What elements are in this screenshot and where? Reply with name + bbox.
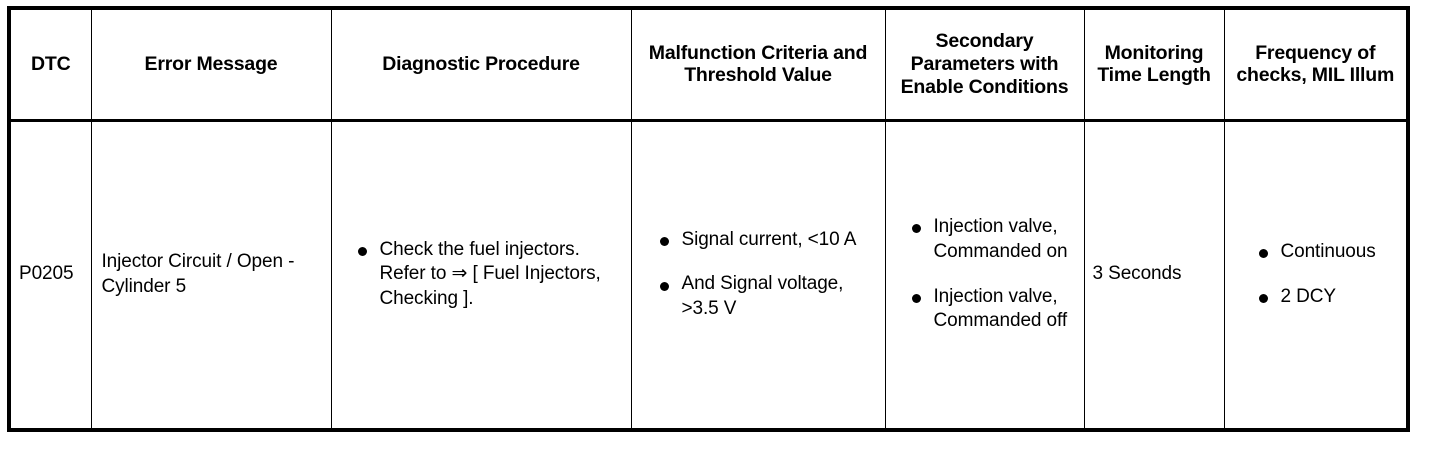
column-header-malfunction: Malfunction Criteria and Threshold Value [630, 7, 886, 122]
column-header-frequency: Frequency of checks, MIL Illum [1223, 7, 1409, 122]
table-body: P0205 Injector Circuit / Open - Cylinder… [8, 119, 1409, 431]
frequency-bullet-list: Continuous 2 DCY [1255, 240, 1399, 309]
malfunction-bullet-list: Signal current, <10 A And Signal voltage… [656, 228, 877, 322]
list-item: Signal current, <10 A [656, 228, 877, 253]
dtc-diagnostic-table: DTC Error Message Diagnostic Procedure M… [7, 6, 1410, 432]
table-header: DTC Error Message Diagnostic Procedure M… [8, 7, 1409, 122]
table-row: P0205 Injector Circuit / Open - Cylinder… [8, 119, 1409, 431]
secondary-bullet-list: Injection valve, Commanded on Injection … [908, 215, 1076, 334]
list-item: Continuous [1255, 240, 1399, 265]
list-item: Check the fuel injectors. Refer to ⇒ [ F… [354, 238, 623, 312]
cell-frequency-mil: Continuous 2 DCY [1223, 119, 1409, 431]
header-row: DTC Error Message Diagnostic Procedure M… [8, 7, 1409, 122]
cell-monitoring-time: 3 Seconds [1083, 119, 1225, 431]
cell-secondary-parameters: Injection valve, Commanded on Injection … [884, 119, 1085, 431]
column-header-error: Error Message [90, 7, 332, 122]
list-item: Injection valve, Commanded on [908, 215, 1076, 264]
list-item: And Signal voltage, >3.5 V [656, 272, 877, 321]
column-header-secondary: Secondary Parameters with Enable Conditi… [884, 7, 1085, 122]
cell-dtc-code: P0205 [8, 119, 92, 431]
list-item: 2 DCY [1255, 285, 1399, 310]
list-item: Injection valve, Commanded off [908, 285, 1076, 334]
column-header-monitoring-time: Monitoring Time Length [1083, 7, 1225, 122]
cell-diagnostic-procedure: Check the fuel injectors. Refer to ⇒ [ F… [330, 119, 632, 431]
cell-error-message: Injector Circuit / Open - Cylinder 5 [90, 119, 332, 431]
column-header-procedure: Diagnostic Procedure [330, 7, 632, 122]
cell-malfunction-criteria: Signal current, <10 A And Signal voltage… [630, 119, 886, 431]
column-header-dtc: DTC [8, 7, 92, 122]
procedure-bullet-list: Check the fuel injectors. Refer to ⇒ [ F… [354, 238, 623, 312]
